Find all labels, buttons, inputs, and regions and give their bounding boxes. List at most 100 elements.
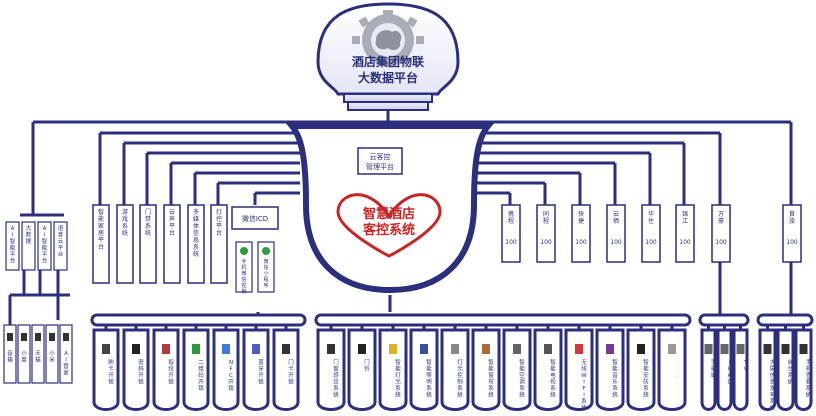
voice-platform-box xyxy=(21,221,36,271)
subsystem-box xyxy=(210,204,228,284)
client-device-label: 端 xyxy=(711,371,717,379)
room-device-label: F xyxy=(582,386,585,392)
room-device-label: 智 xyxy=(519,358,525,366)
lock-device xyxy=(152,328,180,411)
speaker-device-label: 音 xyxy=(7,349,13,357)
client-device-label: P xyxy=(728,367,732,373)
lock-device-label: 锁 xyxy=(168,378,174,386)
front-desk-device-label: 息 xyxy=(770,378,776,386)
lock-device-label: 锁 xyxy=(108,378,114,386)
room-device xyxy=(316,328,346,411)
lock-device xyxy=(92,328,120,411)
lock-device-label: 刷 xyxy=(108,358,114,366)
device-icon xyxy=(606,344,614,354)
terminal-devices: 刷卡开锁密码开锁指纹开锁二维码开锁NFC开锁蓝牙开锁门卡开锁门窗感应系统门铃智能… xyxy=(90,313,814,412)
subsystem-label: 家 xyxy=(98,222,104,230)
room-device-label: 智 xyxy=(612,358,618,366)
connector-lines xyxy=(8,110,793,325)
subsystem-label: 平 xyxy=(216,223,222,230)
subsystem-box xyxy=(139,204,157,284)
subsystem-label: 居 xyxy=(98,230,104,237)
room-device-label: 系 xyxy=(457,384,463,392)
subsystem-label: 媒 xyxy=(193,215,199,223)
client-device-label: V xyxy=(744,367,748,373)
voice-platform-label: 平 xyxy=(58,245,64,252)
room-device-label: 音 xyxy=(612,371,618,379)
room-device-label: 门 xyxy=(364,358,370,366)
speaker-icon xyxy=(21,333,27,341)
subsystem-label: 统 xyxy=(122,229,128,237)
wechat-item-label: 手 xyxy=(241,258,246,265)
speaker-device-label: 天 xyxy=(35,350,41,357)
room-device-label: 统 xyxy=(643,391,649,399)
ota-platform-label: 程 xyxy=(508,217,514,225)
front-desk-device-label: 前 xyxy=(788,358,794,366)
room-device-label: 窗 xyxy=(333,365,339,373)
wechat-item-box xyxy=(257,241,275,293)
front-desk-device-label: 台 xyxy=(788,365,794,373)
front-desk-device-label: 统 xyxy=(788,378,794,386)
lock-device-label: C xyxy=(229,373,233,379)
room-device-label: . xyxy=(676,373,678,379)
voice-platform-label: 据 xyxy=(26,237,32,245)
wechat-icon xyxy=(240,247,248,255)
speaker-device-label: 度 xyxy=(21,356,27,364)
voice-platform-label: I xyxy=(12,233,14,239)
front-desk-device-label: 发 xyxy=(770,384,776,392)
front-desk-device-label: 系 xyxy=(788,371,794,379)
subsystem-label: 台 xyxy=(98,243,104,251)
ota-platform-label: 旅 xyxy=(789,217,795,225)
iot-platform-bulb xyxy=(316,2,460,111)
lock-device-label: 锁 xyxy=(258,378,264,386)
room-device-label: 帘 xyxy=(488,378,494,386)
front-desk-device-label: 手 xyxy=(806,358,812,366)
ota-platform-box xyxy=(711,204,731,263)
room-device-label: I xyxy=(583,380,585,386)
wechat-item-label: 信 xyxy=(241,276,246,283)
lock-device-label: 码 xyxy=(198,371,204,379)
device-icon xyxy=(544,344,552,354)
speaker-icon xyxy=(49,333,55,341)
room-device xyxy=(347,328,377,411)
room-device-label: 视 xyxy=(550,378,556,386)
ota-platform-label: 首 xyxy=(789,210,795,218)
ota-platform-label: 锦 xyxy=(682,210,688,218)
room-device-label: 能 xyxy=(395,365,401,373)
room-device-label: 智 xyxy=(550,358,556,366)
room-device-label: 系 xyxy=(426,384,432,392)
device-icon xyxy=(668,344,676,354)
wechat-item-label: 小 xyxy=(263,270,268,277)
room-device-label: 系 xyxy=(550,384,556,392)
lock-device-label: F xyxy=(229,367,232,373)
central-control-container xyxy=(285,123,495,294)
room-device-label: 系 xyxy=(612,384,618,392)
lock-device xyxy=(212,328,240,411)
room-device-label: 统 xyxy=(333,391,339,399)
wechat-item-label: 制 xyxy=(241,288,246,295)
room-device-label: 智 xyxy=(643,358,649,366)
room-device-label: 调 xyxy=(519,378,525,386)
ota-platform-box xyxy=(606,204,626,263)
front-desk-device-label: 布 xyxy=(770,391,776,399)
device-icon xyxy=(282,344,290,354)
lock-device-label: 牙 xyxy=(258,366,264,373)
room-device xyxy=(657,328,687,411)
lock-device-label: 锁 xyxy=(288,378,294,386)
speaker-device-label: 猫 xyxy=(35,356,41,364)
room-device-label: 系 xyxy=(333,384,339,392)
front-desk-device-label: 大 xyxy=(770,358,776,366)
room-device-label: 能 xyxy=(519,365,525,373)
ota-platform-label: 程 xyxy=(543,217,549,225)
room-device-label: 系 xyxy=(519,384,525,392)
lock-device-label: 锁 xyxy=(228,384,234,392)
wechat-item-label: 微 xyxy=(263,258,268,265)
device-icon xyxy=(513,344,521,354)
ota-platform-label: 同 xyxy=(543,211,549,218)
room-device-label: . xyxy=(676,360,678,366)
voice-platform-label: 云 xyxy=(58,238,64,245)
heart-icon xyxy=(336,193,442,258)
diagram-labels: 酒店集团物联 大数据平台 智慧酒店 客控系统 云客控 管理平台 xyxy=(352,54,424,238)
subsystem-box xyxy=(163,204,181,284)
lock-device-label: 开 xyxy=(138,372,144,379)
